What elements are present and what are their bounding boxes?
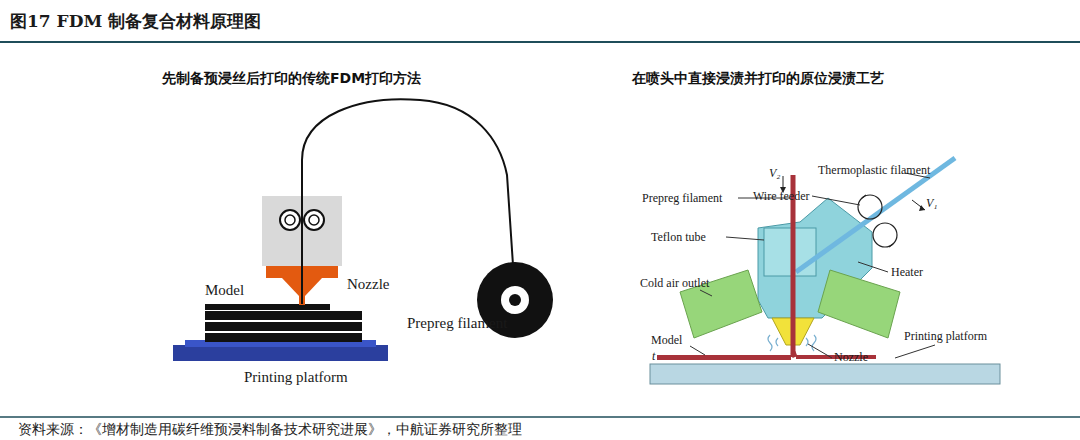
source-caption: 资料来源：《增材制造用碳纤维预浸料制备技术研究进展》，中航证券研究所整理 bbox=[18, 421, 522, 439]
part-label: Heater bbox=[891, 265, 923, 280]
panel-subtitle: 先制备预浸丝后打印的传统FDM打印方法 bbox=[162, 70, 421, 88]
dimension-label: t bbox=[652, 349, 655, 364]
part-label: Nozzle bbox=[834, 350, 868, 365]
part-label: Cold air outlet bbox=[640, 276, 709, 291]
part-label: Printing platform bbox=[244, 369, 348, 386]
part-label: Wire feeder bbox=[753, 189, 809, 204]
velocity-label: V₂ bbox=[769, 166, 781, 181]
figure-title: 图17 FDM 制备复合材料原理图 bbox=[10, 10, 261, 33]
part-label: Thermoplastic filament bbox=[818, 163, 930, 178]
panel-subtitle: 在喷头中直接浸渍并打印的原位浸渍工艺 bbox=[632, 70, 884, 88]
part-label: Model bbox=[651, 333, 682, 348]
part-label: Printing platform bbox=[904, 329, 987, 344]
part-label: Model bbox=[205, 282, 244, 299]
part-label: Nozzle bbox=[347, 276, 389, 293]
part-label: Prepreg filament bbox=[407, 315, 507, 332]
velocity-label: V₁ bbox=[926, 196, 938, 211]
part-label: Teflon tube bbox=[651, 230, 706, 245]
part-label: Prepreg filament bbox=[642, 191, 722, 206]
